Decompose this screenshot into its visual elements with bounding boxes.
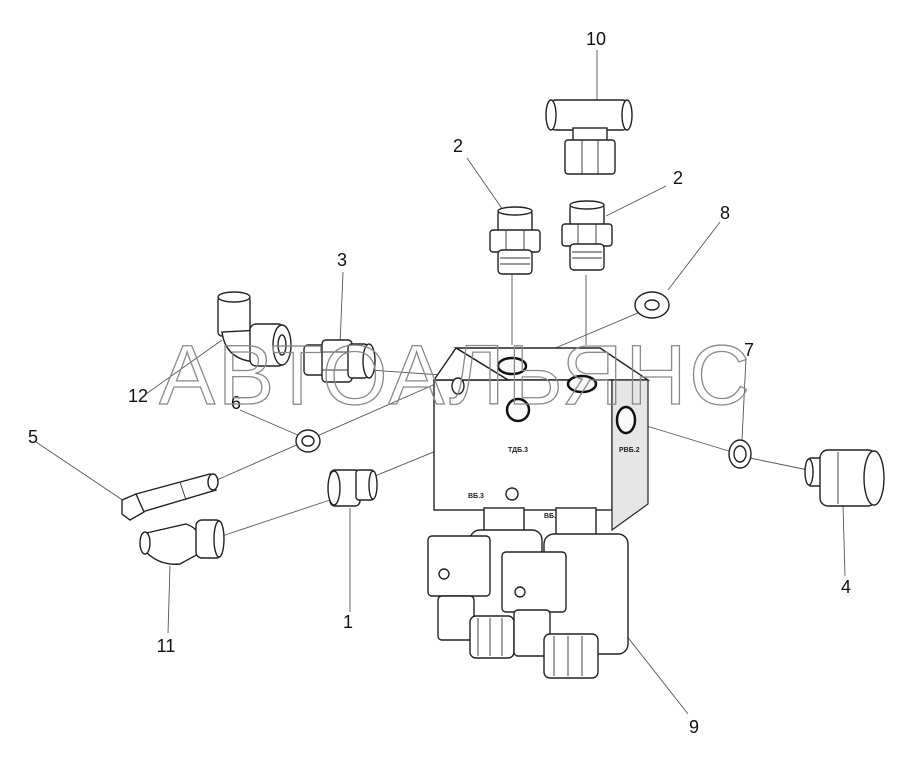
part-union-fitting-2-right — [561, 200, 613, 271]
callout-6: 6 — [231, 393, 241, 413]
part-valve-block-9: ТДБ.3 РВБ.2 ВБ.3 ВБ.2 — [427, 347, 651, 679]
part-elbow-fitting-12 — [217, 291, 292, 367]
callout-11: 11 — [157, 636, 176, 656]
mark-vb2: ВБ.2 — [544, 513, 560, 520]
part-union-fitting-2-left — [489, 206, 541, 275]
callout-3: 3 — [337, 250, 347, 270]
part-tee-fitting-10 — [545, 99, 633, 175]
callout-12: 12 — [128, 386, 148, 406]
callout-9: 9 — [689, 717, 699, 737]
callout-2-left: 2 — [453, 136, 463, 156]
callout-2-right: 2 — [673, 168, 683, 188]
mark-rvb2: РВБ.2 — [619, 447, 640, 454]
leader-lines — [35, 50, 846, 715]
callout-10: 10 — [586, 29, 606, 49]
mark-vb3: ВБ.3 — [468, 493, 484, 500]
top-port-left — [496, 356, 528, 376]
callout-labels: 10 2 2 8 3 7 12 6 5 4 1 11 9 — [28, 29, 851, 737]
callout-5: 5 — [28, 427, 38, 447]
part-bolt-5 — [121, 473, 219, 521]
part-washer-6 — [295, 429, 321, 453]
callout-7: 7 — [744, 340, 754, 360]
watermark: АВТОАЛЬЯНС — [159, 328, 753, 422]
part-washer-7 — [728, 439, 752, 469]
side-port — [615, 405, 637, 435]
callout-1: 1 — [343, 612, 353, 632]
part-nut-8 — [634, 291, 670, 319]
part-elbow-fitting-11 — [139, 519, 225, 565]
part-adapter-fitting-1 — [327, 469, 378, 507]
part-plug-4 — [804, 449, 885, 507]
callout-8: 8 — [720, 203, 730, 223]
front-port — [505, 397, 531, 423]
top-port-right — [566, 374, 598, 394]
part-straight-fitting-3 — [303, 339, 376, 383]
mark-tdb3: ТДБ.3 — [508, 447, 528, 454]
callout-4: 4 — [841, 577, 851, 597]
